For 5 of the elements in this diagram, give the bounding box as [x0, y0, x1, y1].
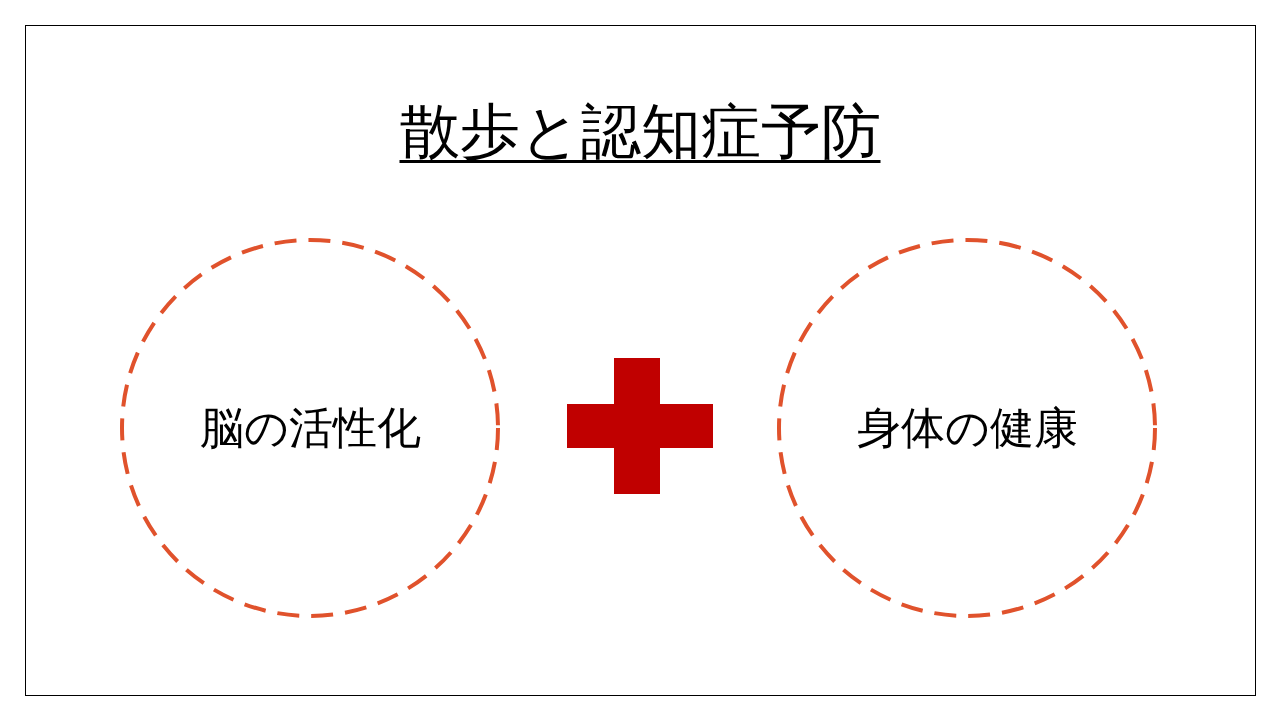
title: 散歩と認知症予防	[399, 96, 881, 166]
node-label: 脳の活性化	[199, 400, 421, 455]
node-label: 身体の健康	[856, 400, 1078, 455]
dashed-circle	[120, 238, 500, 618]
dashed-circle	[777, 238, 1157, 618]
